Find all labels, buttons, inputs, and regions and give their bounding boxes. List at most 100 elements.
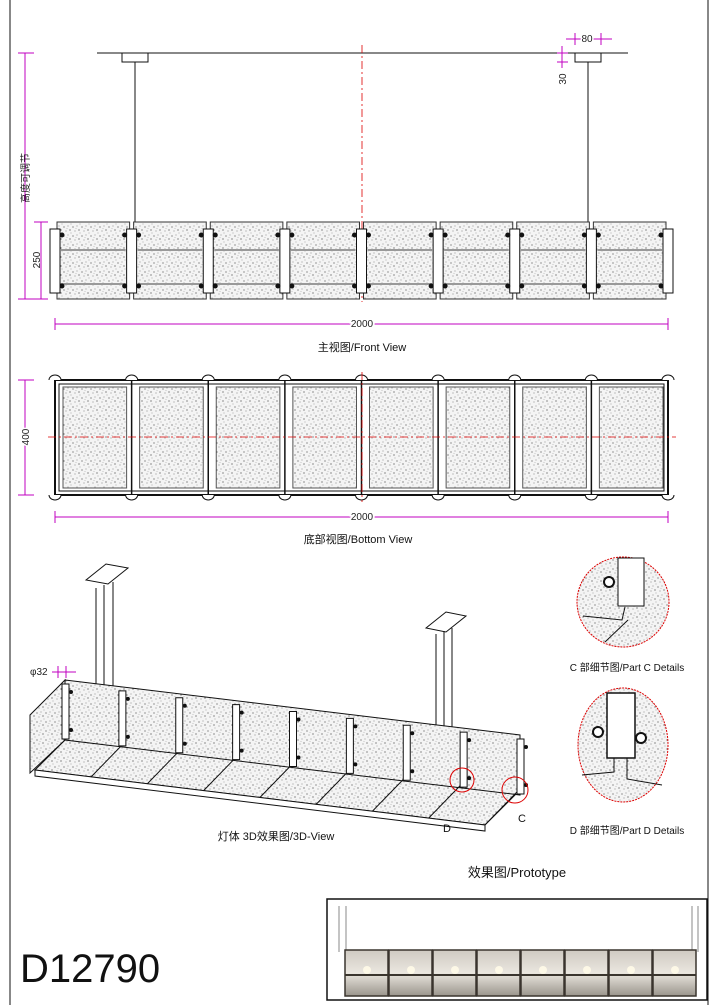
bracket-post <box>49 228 61 294</box>
detail-marker-d-circle <box>449 767 475 793</box>
post-3d <box>232 704 241 761</box>
glass-panel <box>369 386 434 489</box>
post-cap <box>125 494 139 501</box>
bottom-view-caption: 底部视图/Bottom View <box>304 532 413 546</box>
prototype-glass-unit <box>432 949 477 997</box>
post-cap <box>431 374 445 381</box>
post-3d <box>459 731 468 788</box>
bracket-post <box>585 228 597 294</box>
bracket-post <box>202 228 214 294</box>
bracket-post <box>356 228 367 294</box>
dimension-rod-diameter: φ32 <box>30 666 76 678</box>
rods-3d <box>95 582 453 738</box>
detail-part-c: C 部细节图/Part C Details <box>570 556 684 674</box>
post-cap <box>584 374 598 381</box>
post-cap <box>661 374 675 381</box>
glass-panel <box>363 221 437 300</box>
glass-panel <box>56 221 131 300</box>
dimension-front-length: 2000 <box>54 317 669 332</box>
post-3d <box>175 697 184 754</box>
prototype-glass-unit <box>520 949 565 997</box>
model-number: D12790 <box>20 947 160 991</box>
screw-icon <box>603 576 615 588</box>
post-cap <box>661 494 675 501</box>
bracket-post <box>432 228 444 294</box>
dimension-panel-height: 250 <box>32 221 48 300</box>
three-d-view-caption: 灯体 3D效果图/3D-View <box>218 829 335 843</box>
prototype-caption: 效果图/Prototype <box>468 865 566 880</box>
depth-label: 400 <box>21 428 32 445</box>
post-cap <box>48 494 62 501</box>
panel-height-label: 250 <box>32 251 43 268</box>
glass-panel <box>522 386 587 489</box>
dimension-canopy: 80 30 <box>557 33 612 85</box>
bracket-post <box>509 228 521 294</box>
post-3d <box>289 711 297 767</box>
post-cap <box>508 494 522 501</box>
post-cap <box>584 494 598 501</box>
canopy-3d-right <box>424 611 468 633</box>
bracket-post <box>126 228 138 294</box>
post-cap <box>278 374 292 381</box>
canopy-height-label: 30 <box>558 73 569 85</box>
post-cap <box>201 374 215 381</box>
front-length-label: 2000 <box>351 319 374 330</box>
canopy-left <box>121 52 149 63</box>
post-3d <box>61 683 70 740</box>
base-edge-3d <box>34 769 486 832</box>
dimension-bottom-length: 2000 <box>54 510 669 525</box>
front-view-caption: 主视图/Front View <box>318 340 406 354</box>
posts-3d <box>61 683 528 826</box>
post-cap <box>201 494 215 501</box>
glass-panel <box>286 221 360 300</box>
detail-c-caption: C 部细节图/Part C Details <box>570 661 684 674</box>
post-cap <box>508 374 522 381</box>
post-3d <box>516 738 525 795</box>
post-cap <box>355 374 368 381</box>
bracket-post <box>279 228 291 294</box>
glass-panel <box>516 221 590 300</box>
glass-panel <box>139 386 204 489</box>
glass-panel <box>592 221 667 300</box>
post-cap <box>431 494 445 501</box>
end-wall-3d <box>29 678 66 775</box>
glass-panel <box>292 386 357 489</box>
detail-d-post <box>606 692 636 759</box>
post-3d <box>402 724 411 781</box>
bottom-panels <box>48 374 675 501</box>
glass-panel <box>209 221 284 300</box>
detail-marker-c-circle <box>501 776 529 804</box>
front-view: 高度可调节 250 80 30 2000 主视图/Front View <box>18 33 674 354</box>
glass-panel <box>62 386 128 489</box>
post-cap <box>48 374 62 381</box>
canopy-3d-left <box>84 563 130 585</box>
dimension-height-adjustable: 高度可调节 <box>18 52 34 300</box>
post-3d <box>118 690 127 747</box>
detail-part-d: D 部细节图/Part D Details <box>570 687 684 837</box>
prototype-photo <box>326 898 708 1001</box>
screw-icon <box>635 732 647 744</box>
glass-panel <box>215 386 281 489</box>
post-3d <box>345 717 354 774</box>
post-cap <box>278 494 292 501</box>
glass-panel <box>133 221 207 300</box>
height-adjustable-label: 高度可调节 <box>19 153 32 203</box>
post-cap <box>125 374 139 381</box>
glass-panel <box>598 386 664 489</box>
bottom-view: 400 2000 底部视图/Bottom View <box>18 372 676 546</box>
marker-c-label: C <box>518 813 526 825</box>
three-d-view: φ32 D C 灯体 3D效果图/3D-View <box>29 563 529 843</box>
post-cap <box>355 494 368 501</box>
rod-diameter-label: φ32 <box>30 667 48 678</box>
canopy-width-label: 80 <box>581 34 593 45</box>
marker-d-label: D <box>443 823 451 835</box>
glass-panel <box>445 386 511 489</box>
front-panels <box>49 221 674 300</box>
bottom-length-label: 2000 <box>351 512 374 523</box>
bracket-post <box>662 228 674 294</box>
canopy-right <box>574 52 602 63</box>
detail-c-post <box>617 557 645 607</box>
dimension-depth: 400 <box>18 379 34 496</box>
glass-panel <box>439 221 514 300</box>
